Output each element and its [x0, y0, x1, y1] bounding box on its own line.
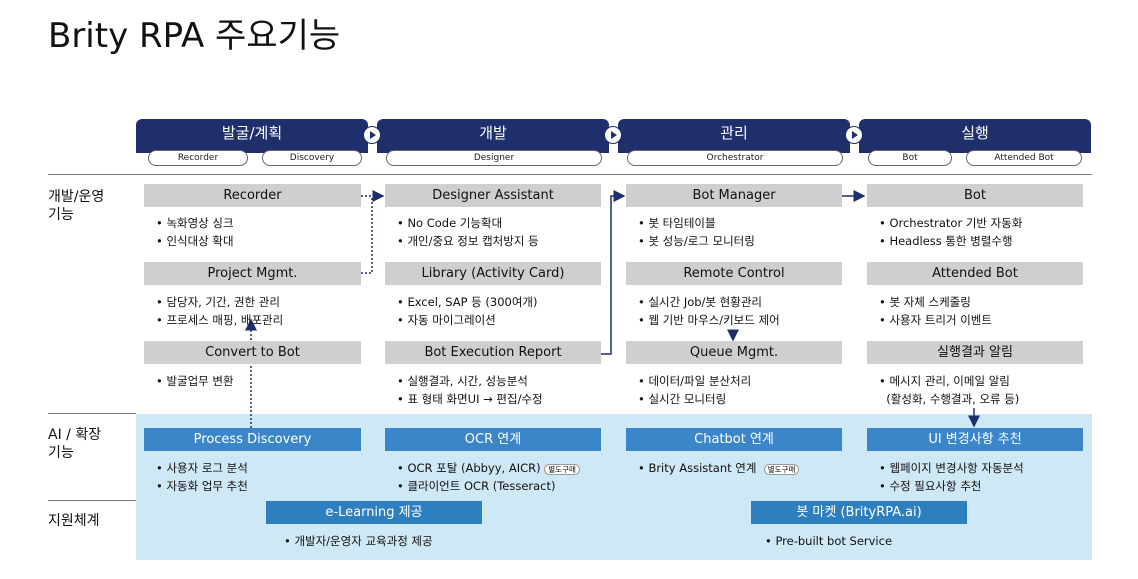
bullets: • 데이터/파일 분산처리 • 실시간 모니터링: [638, 372, 751, 408]
bullet-item: • 실시간 모니터링: [638, 392, 727, 406]
box-process-discovery: Process Discovery: [144, 428, 361, 451]
box-convert-to-bot: Convert to Bot: [144, 341, 361, 364]
arrow-right-icon: [604, 126, 622, 144]
bullets: • 실시간 Job/봇 현황관리 • 웹 기반 마우스/키보드 제어: [638, 293, 780, 329]
column-title: 개발: [479, 124, 507, 142]
bullet-item: • 인식대상 확대: [156, 234, 234, 248]
bullet-item: • 발굴업무 변환: [156, 374, 234, 388]
pill-orchestrator: Orchestrator: [627, 150, 843, 166]
divider: [48, 174, 1092, 175]
bullet-item: • Headless 통한 병렬수행: [879, 234, 1013, 248]
bullets: • 사용자 로그 분석 • 자동화 업무 추천: [156, 459, 248, 495]
divider: [48, 500, 136, 501]
bullet-item: • 실행결과, 시간, 성능분석: [397, 374, 528, 388]
arrow-right-icon: [845, 126, 863, 144]
divider: [48, 413, 136, 414]
bullet-item: • 자동화 업무 추천: [156, 479, 248, 493]
separate-purchase-tag: 별도구매: [544, 464, 580, 475]
bullets: • 봇 자체 스케줄링 • 사용자 트리거 이벤트: [879, 293, 992, 329]
bullet-item: • 사용자 트리거 이벤트: [879, 313, 992, 327]
pill-attended-bot: Attended Bot: [966, 150, 1082, 166]
bullet-item: • 담당자, 기간, 권한 관리: [156, 295, 280, 309]
bullet-item: • 개인/중요 정보 캡처방지 등: [397, 234, 539, 248]
bullet-item: • Orchestrator 기반 자동화: [879, 216, 1023, 230]
row-label-line: 기능: [48, 207, 74, 223]
bullets: • 녹화영상 싱크 • 인식대상 확대: [156, 214, 234, 250]
bullet-item: • 실시간 Job/봇 현황관리: [638, 295, 762, 309]
box-bot-execution-report: Bot Execution Report: [385, 341, 601, 364]
bullet-item: • No Code 기능확대: [397, 216, 503, 230]
row-label-line: 개발/운영: [48, 189, 105, 205]
bullets: • Brity Assistant 연계 별도구매: [638, 459, 800, 477]
bullets: • 웹페이지 변경사항 자동분석 • 수정 필요사항 추천: [879, 459, 1024, 495]
box-bot: Bot: [867, 184, 1083, 207]
bullet-item: • 메시지 관리, 이메일 알림: [879, 374, 1010, 388]
row-label-support: 지원체계: [48, 513, 100, 529]
column-header-execute: 실행: [859, 119, 1091, 153]
box-chatbot: Chatbot 연계: [626, 428, 842, 451]
bullet-item: • 웹 기반 마우스/키보드 제어: [638, 313, 780, 327]
bullets: • 발굴업무 변환: [156, 372, 234, 390]
bullet-item: • 프로세스 매핑, 배포관리: [156, 313, 284, 327]
bullet-item: • 웹페이지 변경사항 자동분석: [879, 461, 1024, 475]
box-remote-control: Remote Control: [626, 262, 842, 285]
bullet-item: • 봇 자체 스케줄링: [879, 295, 971, 309]
column-title: 발굴/계획: [221, 124, 283, 142]
bullet-item: • OCR 포탈 (Abbyy, AICR) 별도구매: [397, 459, 580, 477]
column-title: 실행: [961, 124, 989, 142]
box-bot-market: 봇 마켓 (BrityRPA.ai): [751, 501, 967, 524]
pill-designer: Designer: [386, 150, 602, 166]
row-label-line: AI / 확장: [48, 427, 102, 443]
box-recorder: Recorder: [144, 184, 361, 207]
bullets: • 담당자, 기간, 권한 관리 • 프로세스 매핑, 배포관리: [156, 293, 283, 329]
box-designer-assistant: Designer Assistant: [385, 184, 601, 207]
bullets: • No Code 기능확대 • 개인/중요 정보 캡처방지 등: [397, 214, 539, 250]
box-elearning: e-Learning 제공: [266, 501, 482, 524]
box-result-notification: 실행결과 알림: [867, 341, 1083, 364]
bullet-item: • 녹화영상 싱크: [156, 216, 234, 230]
row-label-line: 기능: [48, 445, 74, 461]
bullets: • Orchestrator 기반 자동화 • Headless 통한 병렬수행: [879, 214, 1022, 250]
support-text: • Pre-built bot Service: [765, 534, 893, 548]
box-library: Library (Activity Card): [385, 262, 601, 285]
bullet-item: • Excel, SAP 등 (300여개): [397, 295, 538, 309]
box-project-mgmt: Project Mgmt.: [144, 262, 361, 285]
bullet-item: • 데이터/파일 분산처리: [638, 374, 752, 388]
page-title: Brity RPA 주요기능: [48, 16, 341, 56]
bullets: • Excel, SAP 등 (300여개) • 자동 마이그레이션: [397, 293, 538, 329]
bullet-item: • 자동 마이그레이션: [397, 313, 496, 327]
bullets: • 메시지 관리, 이메일 알림 (활성화, 수행결과, 오류 등): [879, 372, 1019, 408]
bullet-text: • OCR 포탈 (Abbyy, AICR): [397, 461, 541, 475]
pill-bot: Bot: [868, 150, 952, 166]
column-title: 관리: [720, 124, 748, 142]
bullet-text: • Brity Assistant 연계: [638, 461, 757, 475]
box-attended-bot: Attended Bot: [867, 262, 1083, 285]
box-ocr: OCR 연계: [385, 428, 601, 451]
pill-recorder: Recorder: [148, 150, 248, 166]
row-label-dev: 개발/운영 기능: [48, 188, 104, 224]
bullet-item: • 봇 성능/로그 모니터링: [638, 234, 755, 248]
bullet-item: • Brity Assistant 연계 별도구매: [638, 459, 800, 477]
support-text: • 개발자/운영자 교육과정 제공: [284, 534, 433, 548]
bullet-item: • 표 형태 화면UI → 편집/수정: [397, 392, 543, 406]
bullets: • 실행결과, 시간, 성능분석 • 표 형태 화면UI → 편집/수정: [397, 372, 543, 408]
box-queue-mgmt: Queue Mgmt.: [626, 341, 842, 364]
bullets: • OCR 포탈 (Abbyy, AICR) 별도구매 • 클라이언트 OCR …: [397, 459, 580, 495]
bullet-item: • 봇 타임테이블: [638, 216, 716, 230]
bullet-item: • 클라이언트 OCR (Tesseract): [397, 479, 556, 493]
box-ui-change-recommend: UI 변경사항 추천: [867, 428, 1083, 451]
column-header-discover: 발굴/계획: [136, 119, 368, 153]
box-bot-manager: Bot Manager: [626, 184, 842, 207]
bullet-item: (활성화, 수행결과, 오류 등): [879, 392, 1020, 406]
separate-purchase-tag: 별도구매: [763, 464, 800, 475]
column-header-develop: 개발: [377, 119, 609, 153]
pill-discovery: Discovery: [262, 150, 362, 166]
row-label-ai: AI / 확장 기능: [48, 426, 101, 462]
bullet-item: • 수정 필요사항 추천: [879, 479, 982, 493]
arrow-right-icon: [363, 126, 381, 144]
bullets: • 봇 타임테이블 • 봇 성능/로그 모니터링: [638, 214, 755, 250]
column-header-manage: 관리: [618, 119, 850, 153]
bullet-item: • 사용자 로그 분석: [156, 461, 248, 475]
